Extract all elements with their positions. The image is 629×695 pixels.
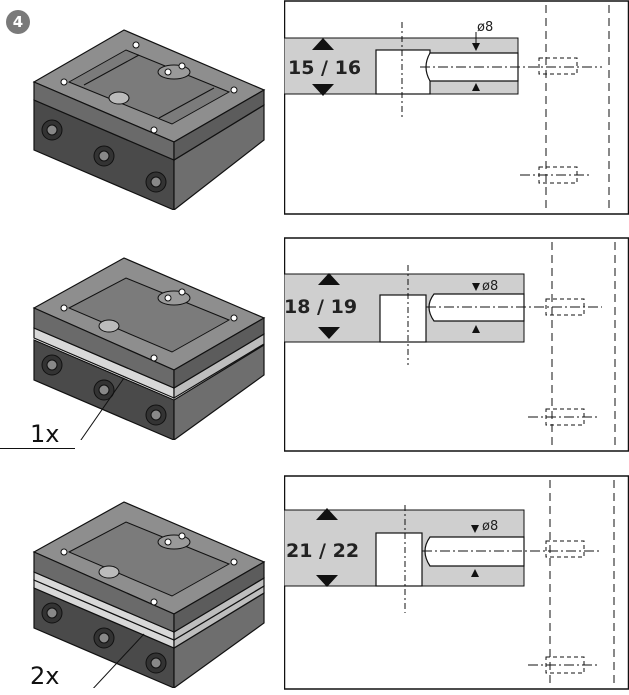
diameter-label: ø8 <box>477 20 493 35</box>
diameter-label: ø8 <box>482 279 498 294</box>
section-drawing-panel: 18 / 19 ø8 <box>283 237 629 452</box>
down-arrow-icon <box>312 84 334 96</box>
mounting-block-illustration <box>32 29 266 210</box>
mounting-block-with-two-spacers-illustration <box>32 501 266 688</box>
section-drawing-panel: 21 / 22 ø8 <box>283 475 629 690</box>
mounting-block-with-spacer-illustration <box>32 257 266 440</box>
dimension-label: 18 / 19 <box>284 296 357 318</box>
step-number-badge: 4 <box>6 10 30 34</box>
section-drawing-panel: 15 / 16 ø8 <box>283 0 629 215</box>
dimension-label: 21 / 22 <box>286 540 359 562</box>
spacer-quantity-label: 1x <box>30 420 60 448</box>
dimension-label: 15 / 16 <box>288 57 361 79</box>
spacer-quantity-label: 2x <box>30 662 60 690</box>
diameter-label: ø8 <box>482 519 498 534</box>
up-arrow-icon <box>312 38 334 50</box>
